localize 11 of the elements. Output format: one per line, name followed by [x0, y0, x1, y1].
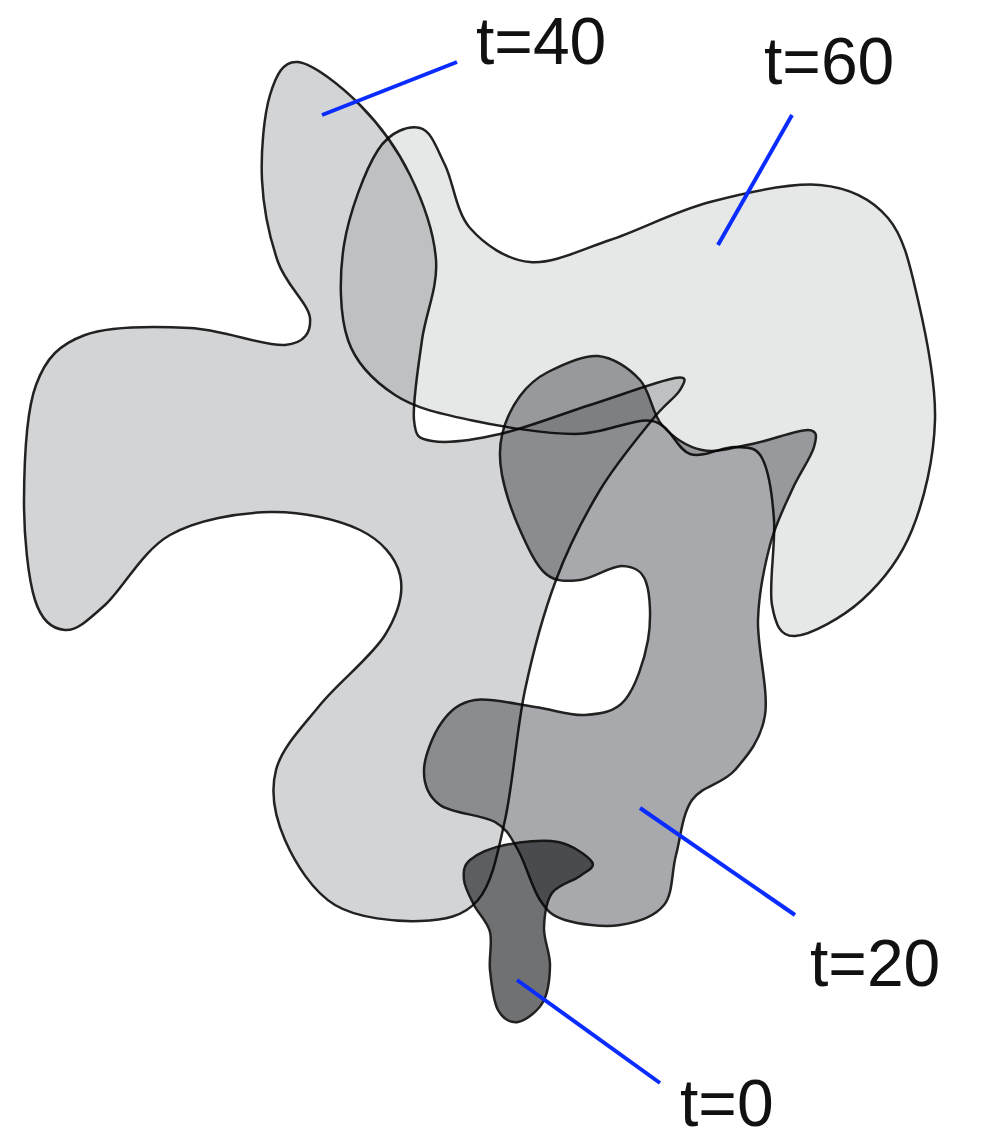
time-label: t=40 [476, 8, 607, 74]
time-label: t=20 [810, 930, 941, 996]
leader-line [515, 978, 662, 1085]
leader-line [638, 806, 797, 917]
leader-line [321, 60, 458, 117]
region-outline [422, 354, 818, 928]
region-outline [462, 839, 595, 1024]
region-outline [339, 126, 937, 638]
leader-line [716, 114, 794, 246]
time-label: t=60 [764, 28, 895, 94]
time-label: t=0 [680, 1070, 774, 1136]
